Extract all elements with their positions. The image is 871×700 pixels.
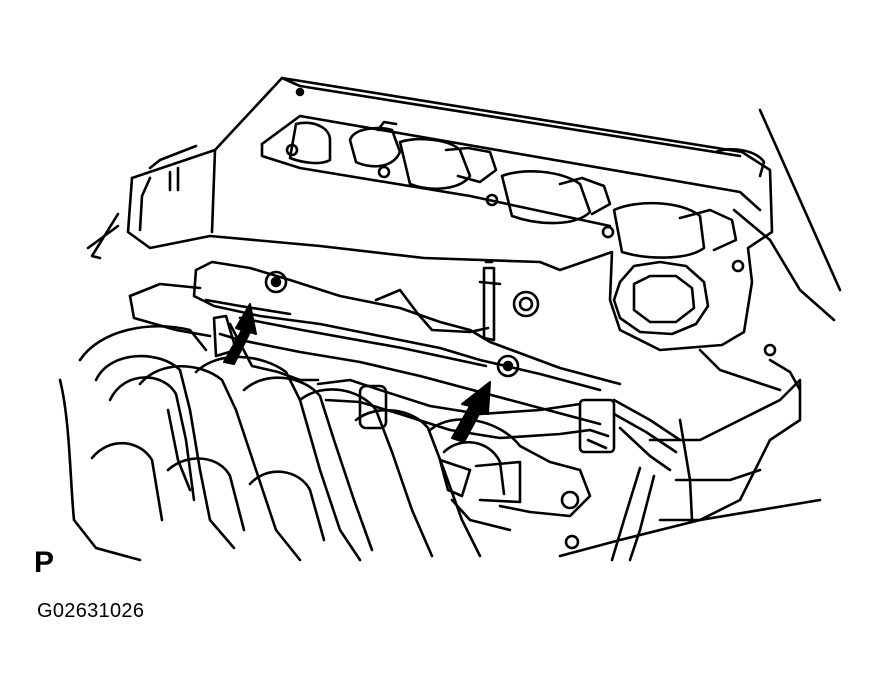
upper-bolt-arrow <box>223 303 257 365</box>
lower-bolt-arrow <box>451 381 491 443</box>
engine-right-side <box>558 108 842 562</box>
figure-code-label: G02631026 <box>37 600 145 622</box>
ignition-coils <box>285 120 766 259</box>
oil-filler-cap <box>612 259 777 357</box>
throttle-body <box>428 418 592 550</box>
view-marker-label: P <box>34 546 55 579</box>
intake-manifold <box>58 282 482 562</box>
cylinder-head-cover <box>86 76 774 352</box>
fuel-delivery-pipe <box>192 260 622 426</box>
fuel-hose <box>316 378 682 454</box>
